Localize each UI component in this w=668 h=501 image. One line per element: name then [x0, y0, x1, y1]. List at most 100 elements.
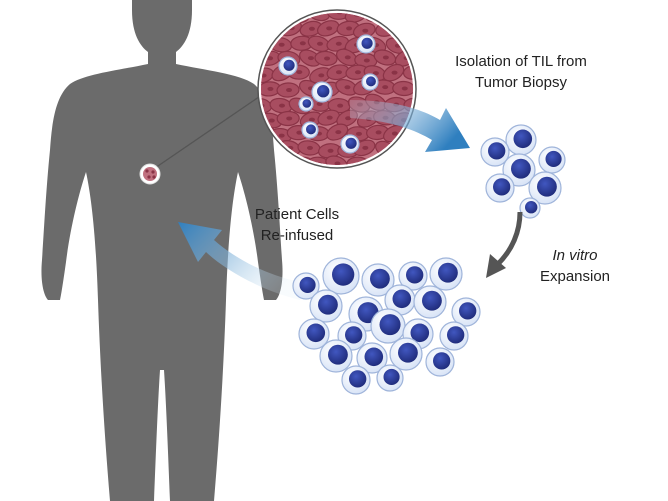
tumor-cell-nucleus [327, 148, 334, 153]
tumor-cell-nucleus [354, 70, 361, 75]
tumor-cell-nucleus [401, 146, 408, 151]
expanded-cell [309, 289, 343, 323]
expanded-cell [322, 257, 360, 295]
expanded-cell [298, 318, 330, 350]
cell-nucleus [493, 178, 511, 196]
tumor-cell-nucleus [335, 70, 342, 75]
tumor-cell-nucleus [299, 162, 306, 165]
cell-nucleus [345, 326, 363, 344]
human-silhouette-icon [41, 0, 283, 501]
reinfused-label-line2: Re-infused [260, 227, 334, 244]
tumor-cell-nucleus [299, 41, 306, 46]
tumor-cell-nucleus [420, 149, 426, 153]
cell-nucleus [422, 290, 442, 311]
tumor-cell-nucleus [422, 26, 428, 30]
tumor-cell-nucleus [278, 103, 285, 108]
expanded-cell [451, 297, 481, 327]
expansion-arrow-icon [496, 211, 523, 266]
expansion-label-line2: Expansion [539, 268, 611, 285]
til-cell [485, 173, 515, 203]
tumor-cell-nucleus [324, 56, 331, 61]
cell-nucleus [488, 142, 506, 160]
til-in-tumor [278, 56, 298, 76]
tumor-cell [327, 13, 351, 20]
tumor-site-dot [152, 175, 156, 179]
tumor-cell-nucleus [277, 13, 284, 16]
tumor-cell [382, 155, 405, 165]
expanded-cell [376, 364, 404, 392]
tumor-cell-nucleus [362, 145, 369, 150]
cell-nucleus [383, 368, 400, 386]
tumor-cell-nucleus [316, 41, 323, 46]
tumor-cell-nucleus [391, 131, 398, 136]
tumor-cell-nucleus [261, 13, 266, 17]
cell-nucleus [332, 263, 355, 286]
tumor-cell-nucleus [335, 41, 342, 46]
cell-nucleus [537, 176, 557, 197]
tumor-cell-nucleus [306, 145, 313, 150]
cell-nucleus [306, 124, 316, 135]
til-cell [528, 171, 562, 205]
expansion-label: In vitro Expansion [520, 245, 630, 287]
tumor-cell-nucleus [308, 26, 315, 31]
expanded-cell [389, 337, 423, 371]
tumor-cell-nucleus [296, 70, 303, 75]
cell-nucleus [364, 347, 384, 367]
expanded-cell [292, 272, 320, 300]
tumor-cell [261, 21, 282, 37]
til-in-tumor [340, 134, 360, 154]
cell-nucleus [366, 76, 376, 87]
tumor-cell-nucleus [267, 56, 274, 61]
til-in-tumor [301, 121, 319, 139]
tumor-cell [261, 13, 274, 23]
cell-nucleus [299, 276, 316, 294]
til-cell-cluster-icon [480, 124, 566, 219]
isolation-arrow-icon [350, 100, 470, 152]
tumor-cell-nucleus [362, 28, 369, 33]
expanded-cell [398, 261, 428, 291]
expanded-cell [413, 285, 447, 319]
cell-nucleus [545, 150, 562, 168]
tumor-cell-nucleus [336, 13, 343, 15]
cell-nucleus [349, 370, 367, 388]
tumor-cell-nucleus [402, 26, 409, 31]
tumor-cell-nucleus [346, 26, 353, 31]
cell-nucleus [513, 129, 533, 149]
expanded-cell [425, 347, 455, 377]
tumor-cell-nucleus [334, 161, 341, 165]
expanded-cell [429, 257, 463, 291]
til-in-tumor [361, 73, 379, 91]
tumor-cell-nucleus [286, 116, 293, 121]
tumor-site-core [143, 167, 157, 181]
cell-nucleus [392, 289, 412, 309]
cell-nucleus [318, 294, 338, 315]
cell-nucleus [317, 85, 330, 98]
tumor-cell-nucleus [278, 42, 285, 47]
tumor-cell-nucleus [296, 130, 303, 135]
tumor-cell-nucleus [318, 73, 325, 78]
tumor-cell-nucleus [337, 103, 344, 108]
expanded-cell [319, 339, 353, 373]
cell-nucleus [525, 201, 538, 214]
til-in-tumor [356, 34, 376, 54]
expanded-cell [370, 308, 406, 344]
tumor-cell-nucleus [326, 26, 333, 31]
tumor-cell-nucleus [363, 58, 370, 63]
cell-nucleus [361, 37, 373, 49]
cell-nucleus [379, 314, 401, 336]
tumor-cell-nucleus [335, 130, 342, 135]
tumor-cell-nucleus [278, 133, 285, 138]
reinfused-label: Patient Cells Re-infused [232, 204, 362, 246]
expansion-arrowhead-icon [486, 254, 506, 278]
tumor-cell-nucleus [267, 86, 274, 91]
tumor-cell-nucleus [410, 13, 413, 16]
tumor-cell-nucleus [410, 132, 413, 137]
til-cell [538, 146, 566, 174]
tumor-cell-nucleus [420, 58, 426, 62]
tumor-cell-nucleus [286, 88, 293, 93]
tumor-cell-nucleus [413, 164, 419, 168]
tumor-cell-nucleus [375, 130, 382, 135]
tumor-cell [401, 13, 413, 23]
cell-nucleus [302, 99, 312, 108]
